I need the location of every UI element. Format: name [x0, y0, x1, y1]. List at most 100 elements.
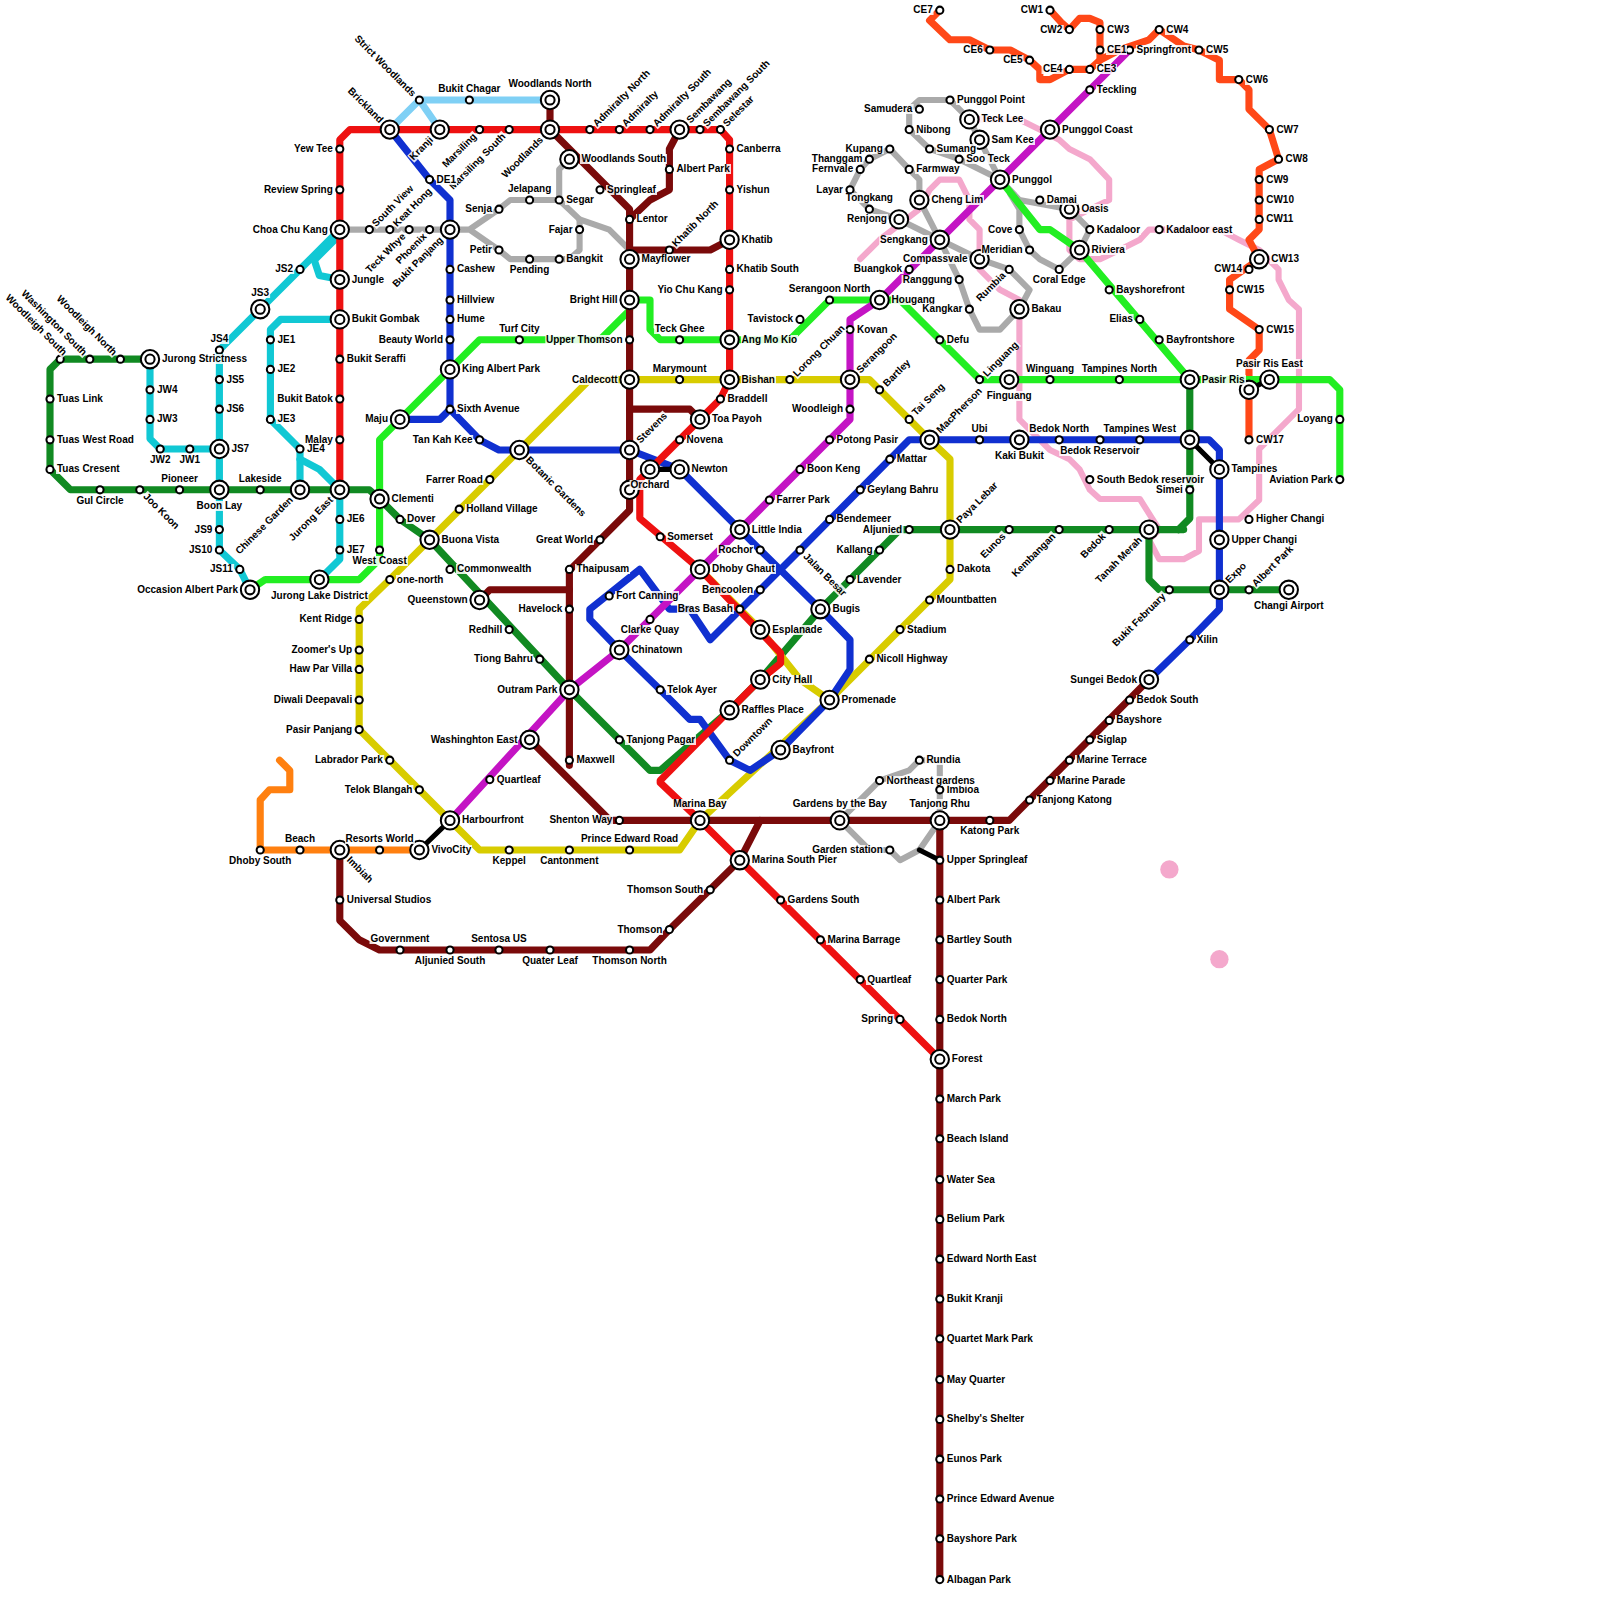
station-dot [826, 516, 833, 523]
station-name: Lorong Chuan [790, 322, 847, 379]
interchange-marker [845, 375, 854, 384]
station-name: Gardens by the Bay [792, 799, 888, 809]
station-dot [717, 395, 724, 402]
station-name: Bedok North [1028, 424, 1090, 434]
station-name: CW2 [1039, 25, 1063, 35]
station-dot [1096, 46, 1103, 53]
station-dot [886, 846, 893, 853]
interchange-marker [756, 625, 765, 634]
station-name: Bayfront [792, 745, 835, 755]
station-name: Aviation Park [1268, 475, 1334, 485]
station-name: Pasir Ris East [1235, 359, 1304, 369]
interchange-marker [1215, 465, 1224, 474]
station-dot [376, 846, 383, 853]
station-name: Newton [691, 464, 729, 474]
interchange-marker [441, 220, 459, 238]
station-dot [1156, 226, 1163, 233]
interchange-marker [310, 570, 328, 588]
station-dot [296, 266, 303, 273]
station-name: Forest [951, 1054, 984, 1064]
station-name: CW14 [1213, 264, 1243, 274]
station-dot [936, 7, 943, 14]
interchange-marker [965, 115, 974, 124]
station-name: Samudera [863, 104, 913, 114]
station-dot [936, 1495, 943, 1502]
station-dot [936, 1376, 943, 1383]
station-name: Tampines North [1081, 364, 1158, 374]
interchange-marker [935, 1055, 944, 1064]
station-dot [657, 686, 664, 693]
station-dot [916, 757, 923, 764]
station-dot [396, 516, 403, 523]
metro-line [640, 469, 940, 1059]
station-name: Kangkar [921, 304, 963, 314]
station-dot [946, 96, 953, 103]
interchange-marker [510, 441, 528, 459]
interchange-marker [645, 465, 654, 474]
station-dot [866, 206, 873, 213]
station-name: Gardens South [787, 895, 861, 905]
station-dot [1046, 777, 1053, 784]
station-name: Great World [535, 535, 594, 545]
station-dot [506, 626, 513, 633]
station-dot [676, 376, 683, 383]
station-dot [796, 466, 803, 473]
station-dot [886, 456, 893, 463]
interchange-marker [695, 565, 704, 574]
station-name: Marina Bay [672, 799, 727, 809]
station-name: Holland Village [465, 504, 539, 514]
interchange-marker [1210, 581, 1228, 599]
interchange-marker [431, 120, 449, 138]
station-name: Dhoby South [228, 856, 292, 866]
interchange-marker [720, 701, 738, 719]
metro-line [450, 50, 1130, 820]
station-dot [736, 606, 743, 613]
station-name: City Hall [771, 675, 813, 685]
interchange-marker [1280, 581, 1298, 599]
station-name: Jungle [351, 275, 385, 285]
station-dot [1256, 216, 1263, 223]
station-name: Zoomer's Up [290, 645, 353, 655]
station-name: Woodlands South [580, 154, 667, 164]
station-name: Braddell [726, 394, 768, 404]
station-name: Punggol [1011, 175, 1053, 185]
station-dot [936, 1135, 943, 1142]
interchange-marker [756, 675, 765, 684]
interchange-marker [291, 481, 309, 499]
interchange-marker [385, 125, 394, 134]
station-dot [936, 976, 943, 983]
station-name: Jurong Strictness [161, 354, 248, 364]
station-name: Tanjong Pagar [625, 735, 696, 745]
station-name: CE4 [1042, 64, 1063, 74]
metro-line [340, 130, 730, 490]
station-dot [1026, 246, 1033, 253]
interchange-marker [910, 191, 928, 209]
interchange-marker [560, 681, 578, 699]
station-name: Cashew [456, 264, 496, 274]
station-name: Commonwealth [456, 564, 532, 574]
station-dot [857, 166, 864, 173]
station-dot [876, 386, 883, 393]
interchange-marker [475, 595, 484, 604]
station-dot [946, 566, 953, 573]
interchange-marker [145, 355, 154, 364]
lrt-line [909, 100, 1000, 180]
station-name: Kembangan [1010, 530, 1059, 579]
interchange-marker [776, 745, 785, 754]
station-name: JE2 [276, 364, 296, 374]
station-name: Geylang Bahru [866, 485, 939, 495]
station-dot [846, 326, 853, 333]
station-dot [296, 445, 303, 452]
station-name: Cove [987, 225, 1013, 235]
station-dot [356, 616, 363, 623]
station-dot [936, 1576, 943, 1583]
station-name: Bayfrontshore [1165, 335, 1235, 345]
station-dot [986, 46, 993, 53]
station-name: Finguang [986, 391, 1033, 401]
station-dot [1016, 226, 1023, 233]
station-name: Woodlands [499, 134, 545, 180]
station-name: Albert Park [675, 164, 730, 174]
station-name: Thomson South [626, 885, 704, 895]
interchange-marker [335, 485, 344, 494]
station-name: Changi Airport [1253, 601, 1325, 611]
